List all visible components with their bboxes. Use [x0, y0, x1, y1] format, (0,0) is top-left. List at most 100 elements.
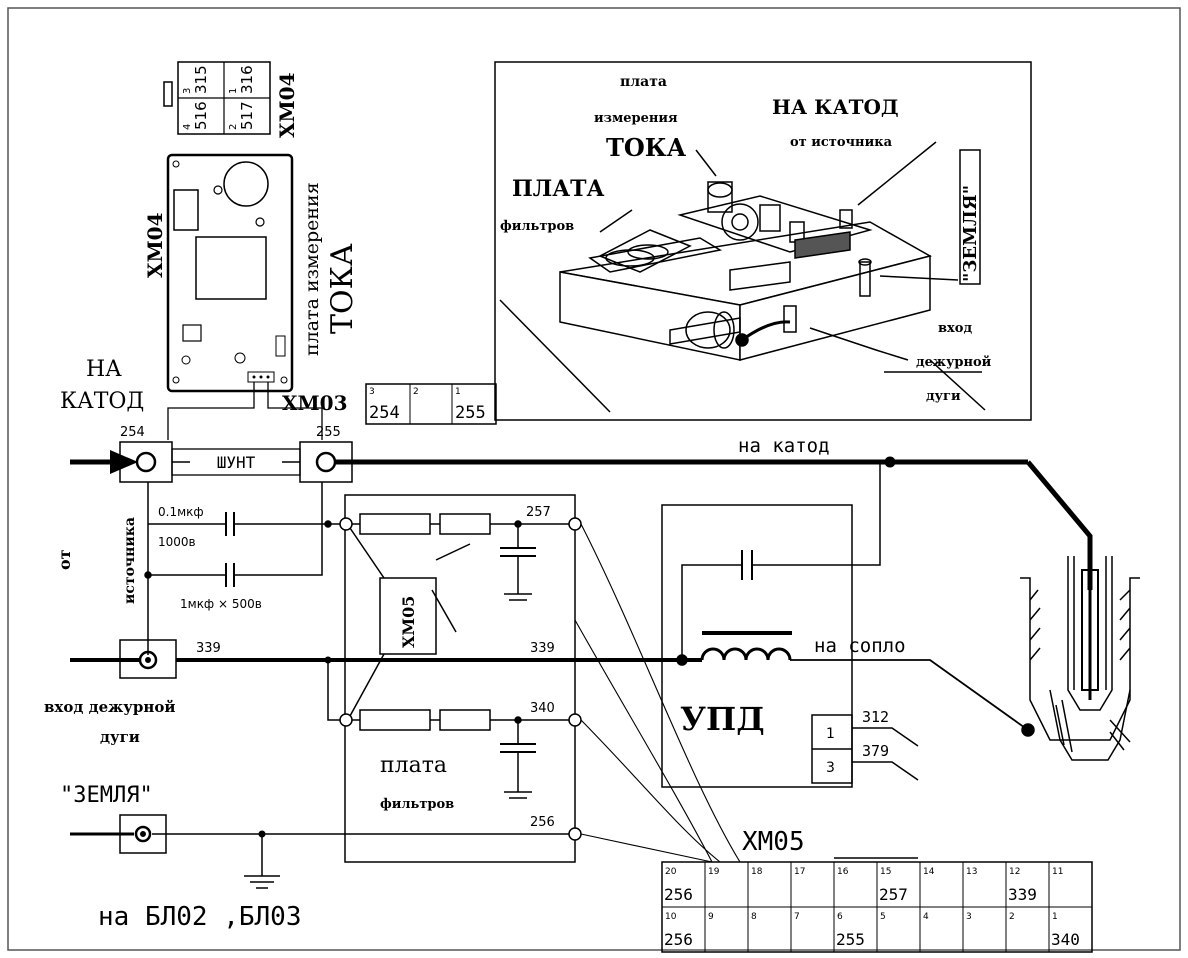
xm05-pin-9: 9	[708, 912, 714, 922]
filter-label-line2: фильтров	[380, 797, 454, 812]
board-shunt-leads	[167, 382, 323, 440]
xm05-pin-20: 20	[665, 867, 677, 877]
xm04-wire-316: 316	[238, 65, 256, 94]
ground-terminal	[70, 814, 569, 889]
xm05-pin-15: 15	[880, 867, 891, 877]
xm05-pin-12: 12	[1009, 867, 1020, 877]
assembly-filter-line2: фильтров	[500, 219, 574, 234]
xm03-pin-2: 2	[413, 387, 419, 397]
wire-to-nozzle: на сопло	[814, 635, 906, 657]
filter-wire-256: 256	[530, 815, 555, 830]
xm04-pin-1: 1	[228, 88, 239, 94]
cap1-voltage: 1000в	[158, 535, 196, 549]
xm04-wire-315: 315	[192, 65, 210, 94]
xm04-wire-517: 517	[238, 101, 256, 130]
xm05-pin-13: 13	[966, 867, 977, 877]
source-ot: от	[55, 549, 74, 570]
xm05-cell	[1048, 906, 1093, 953]
xm05-pin-4: 4	[923, 912, 929, 922]
assembly-earth: "ЗЕМЛЯ"	[960, 185, 981, 282]
xm05-title: XM05	[742, 827, 805, 857]
xm04-title: XM04	[275, 72, 299, 138]
duty-arc-label-line1: вход дежурной	[44, 698, 175, 716]
cap1-value: 0.1мкф	[158, 505, 204, 519]
xm04-pin-3: 3	[182, 88, 193, 94]
xm05-pin-17: 17	[794, 867, 805, 877]
xm05-wire-257: 257	[879, 885, 908, 904]
shunt: ШУНТ 254 255	[119, 425, 353, 483]
upd-label: УПД	[680, 700, 765, 738]
board-label-line1: плата измерения	[301, 182, 323, 356]
xm03-pin-1: 1	[455, 387, 461, 397]
xm05-pin-19: 19	[708, 867, 720, 877]
xm04-pin-2: 2	[228, 124, 239, 130]
xm05-wire-339: 339	[1008, 885, 1037, 904]
xm05-pin-16: 16	[837, 867, 849, 877]
xm03-wire-254: 254	[369, 403, 400, 423]
source-istochnika: источника	[122, 517, 138, 604]
cap2-value: 1мкф × 500в	[180, 597, 262, 611]
filter-wire-340: 340	[530, 701, 555, 716]
xm05-wire-255: 255	[836, 930, 865, 949]
xm05-pin-14: 14	[923, 867, 935, 877]
xm05-pin-6: 6	[837, 912, 843, 922]
assembly-arc-line2: дежурной	[916, 355, 992, 370]
assembly-filter-line1: ПЛАТА	[512, 176, 605, 202]
board-label-line2: ТОКА	[325, 243, 360, 334]
assembly-arc-line1: вход	[938, 321, 972, 336]
assembly-current-board-line1: плата	[620, 74, 667, 90]
xm05-pin-5: 5	[880, 912, 886, 922]
xm05-pin-8: 8	[751, 912, 757, 922]
xm03-table: 3 254 2 1 255	[365, 383, 497, 425]
xm05-pin-2: 2	[1009, 912, 1015, 922]
xm04-wire-516: 516	[192, 101, 210, 130]
xm05-pin-1: 1	[1052, 912, 1058, 922]
xm05-leads	[574, 523, 918, 863]
board-xm04-label: XM04	[143, 212, 167, 278]
assembly-current-board-line2: измерения	[594, 111, 678, 126]
shunt-wire-254: 254	[120, 425, 145, 440]
filter-wire-339: 339	[530, 641, 555, 656]
filter-wire-257: 257	[526, 505, 551, 520]
xm05-pin-11: 11	[1052, 867, 1063, 877]
assembly-to-cathode-line2: от источника	[790, 135, 893, 150]
xm05-wire-256: 256	[664, 930, 693, 949]
xm03-wire-255: 255	[455, 403, 486, 423]
upd-wire-379: 379	[862, 742, 889, 760]
upd-block	[661, 462, 1035, 788]
na-katod-left-line2: КАТОД	[60, 389, 144, 414]
filter-xm05-label: XM05	[399, 596, 418, 648]
xm05-wire-340: 340	[1051, 930, 1080, 949]
assembly-illustration	[494, 61, 1032, 421]
na-katod-left-line1: НА	[86, 357, 122, 382]
shunt-label: ШУНТ	[217, 453, 256, 472]
torch-head	[1020, 556, 1140, 761]
wire-to-cathode: на катод	[738, 435, 830, 457]
duty-arc-wire-339: 339	[196, 641, 221, 656]
xm04-connector: 4 516 3 315 2 517 1 316 XM04	[163, 61, 299, 138]
input-arrow	[70, 450, 138, 474]
ground-label: "ЗЕМЛЯ"	[60, 783, 153, 808]
xm05-pin-18: 18	[751, 867, 763, 877]
xm03-pin-3: 3	[369, 387, 375, 397]
current-board: XM04 плата измерения ТОКА	[143, 153, 360, 393]
upd-pin-3: 3	[826, 760, 835, 776]
xm03-title: XM03	[282, 391, 348, 415]
assembly-current-board-line3: ТОКА	[606, 133, 687, 162]
ground-destination: на БЛ02 ,БЛ03	[98, 902, 302, 932]
xm04-pin-4: 4	[182, 124, 193, 130]
xm05-pin-3: 3	[966, 912, 972, 922]
duty-arc-label-line2: дуги	[100, 728, 140, 746]
xm05-pin-7: 7	[794, 912, 800, 922]
assembly-to-cathode-line1: НА КАТОД	[772, 95, 899, 119]
filter-label-line1: плата	[380, 753, 447, 778]
capacitors	[144, 482, 346, 655]
diagram-border	[7, 7, 1181, 951]
upd-pin-1: 1	[826, 726, 835, 742]
xm05-pin-10: 10	[665, 912, 677, 922]
xm05-wire-256: 256	[664, 885, 693, 904]
shunt-wire-255: 255	[316, 425, 341, 440]
upd-wire-312: 312	[862, 708, 889, 726]
